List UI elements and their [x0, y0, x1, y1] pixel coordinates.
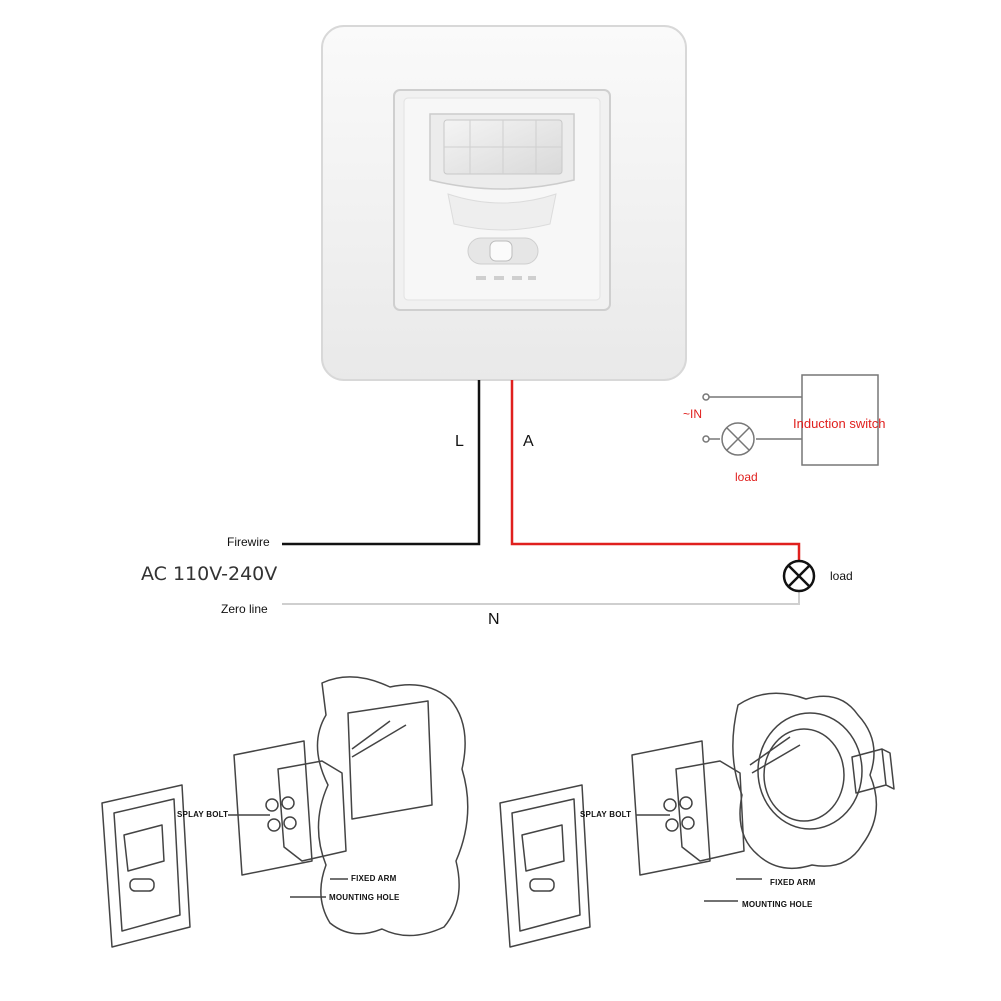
wire-2	[751, 744, 801, 774]
schematic-load-label: load	[735, 470, 758, 484]
slider-markings	[476, 276, 536, 280]
wire-1	[351, 720, 391, 750]
round-back-box	[757, 712, 863, 830]
schematic-lamp-icon	[721, 422, 755, 456]
installation-sketch-right	[499, 692, 895, 948]
mechanism-body	[675, 760, 745, 862]
conduit-knockout	[851, 748, 895, 794]
schematic-switch-label: Induction switch	[793, 416, 886, 431]
face-plate	[499, 784, 591, 948]
face-slider	[129, 878, 155, 892]
sensor-skirt	[447, 193, 557, 231]
mechanism-body	[277, 760, 347, 862]
line-label: L	[455, 433, 464, 450]
back-box	[347, 700, 433, 820]
load-lamp-icon	[782, 559, 816, 593]
neutral-label: N	[488, 611, 500, 628]
wire-1	[749, 736, 791, 766]
face-slider	[529, 878, 555, 892]
face-sensor	[123, 824, 165, 872]
induction-switch-box	[801, 374, 879, 466]
sensor-switch-illustration	[321, 25, 687, 381]
load-wire	[510, 380, 801, 560]
right-splay-bolt-label: SPLAY BOLT	[580, 810, 632, 819]
zero-line-label: Zero line	[221, 602, 268, 616]
wiring-diagram	[282, 380, 816, 605]
round-back-box-rim	[763, 728, 845, 822]
neutral-wire	[282, 592, 800, 605]
face-plate-inner	[113, 798, 181, 932]
input-terminal-top	[702, 393, 710, 401]
firewire-label: Firewire	[227, 535, 270, 549]
installation-sketch-left	[101, 676, 469, 948]
left-fixed-arm-label: FIXED ARM	[351, 874, 397, 883]
input-terminal-bottom	[702, 435, 710, 443]
wall-cutout	[316, 676, 469, 937]
wall-cutout	[732, 692, 878, 870]
line-wire	[282, 380, 481, 546]
wire-2	[351, 724, 407, 758]
left-splay-bolt-label: SPLAY BOLT	[177, 810, 229, 819]
terminal-screws	[265, 796, 297, 832]
face-plate-inner	[511, 798, 581, 932]
mode-slider-knob	[489, 240, 513, 262]
right-mounting-hole-label: MOUNTING HOLE	[742, 900, 813, 909]
voltage-label: AC 110V-240V	[141, 563, 278, 585]
schematic-input-label: ~IN	[683, 407, 703, 421]
face-plate	[101, 784, 191, 948]
schematic-inset	[702, 374, 879, 466]
switch-mechanism	[631, 740, 711, 876]
right-fixed-arm-label: FIXED ARM	[770, 878, 816, 887]
switch-mechanism	[233, 740, 313, 876]
load-label: load	[830, 569, 853, 583]
lens-facets	[444, 120, 562, 174]
load-wire-label: A	[523, 433, 534, 450]
left-mounting-hole-label: MOUNTING HOLE	[329, 893, 400, 902]
face-sensor	[521, 824, 565, 872]
terminal-screws	[663, 796, 695, 832]
